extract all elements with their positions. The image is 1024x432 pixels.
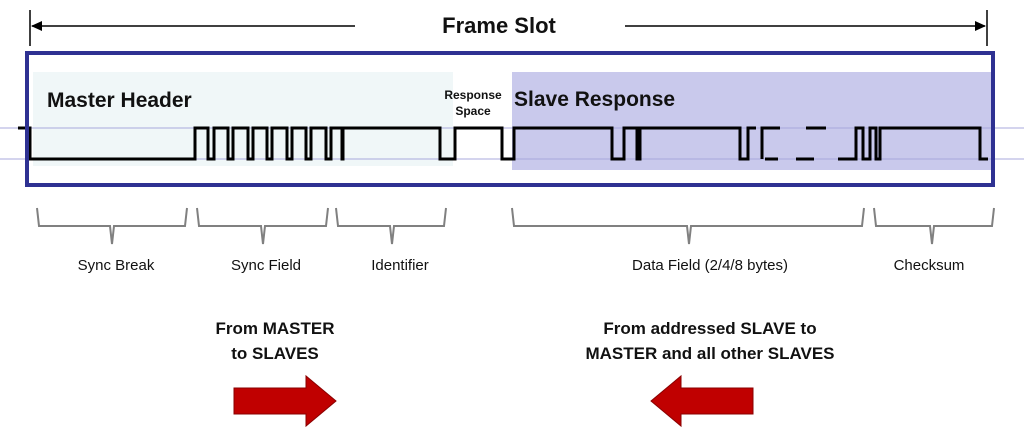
brace-sync-field xyxy=(196,207,329,245)
field-label-sync-break: Sync Break xyxy=(78,257,155,274)
brace-data-field xyxy=(511,207,865,245)
slave-direction-line1: From addressed SLAVE to xyxy=(603,319,816,338)
brace-checksum xyxy=(873,207,995,245)
master-direction-line2: to SLAVES xyxy=(231,344,319,363)
field-label-sync-field: Sync Field xyxy=(231,257,301,274)
signal-waveform-gap-a xyxy=(760,126,780,159)
frame-slot-title: Frame Slot xyxy=(442,13,556,38)
master-header-region xyxy=(33,72,453,166)
frame-slot-dimension xyxy=(29,10,988,46)
slave-direction-line2: MASTER and all other SLAVES xyxy=(585,344,834,363)
field-label-data-field: Data Field (2/4/8 bytes) xyxy=(632,257,788,274)
signal-waveform xyxy=(18,126,756,161)
field-label-checksum: Checksum xyxy=(894,257,965,274)
left-arrow-icon xyxy=(650,374,754,428)
master-direction-line1: From MASTER xyxy=(216,319,335,338)
response-space-label-line1: Response xyxy=(444,88,502,102)
right-arrow-icon xyxy=(233,374,337,428)
slave-response-region xyxy=(512,72,992,170)
slave-response-label: Slave Response xyxy=(514,88,675,111)
master-header-label: Master Header xyxy=(47,89,192,112)
response-space-label-line2: Space xyxy=(455,104,491,118)
frame-slot-border xyxy=(25,51,995,187)
brace-identifier xyxy=(335,207,447,245)
brace-sync-break xyxy=(36,207,188,245)
field-label-identifier: Identifier xyxy=(371,257,429,274)
field-braces xyxy=(36,207,995,245)
signal-waveform-tail xyxy=(838,126,988,161)
